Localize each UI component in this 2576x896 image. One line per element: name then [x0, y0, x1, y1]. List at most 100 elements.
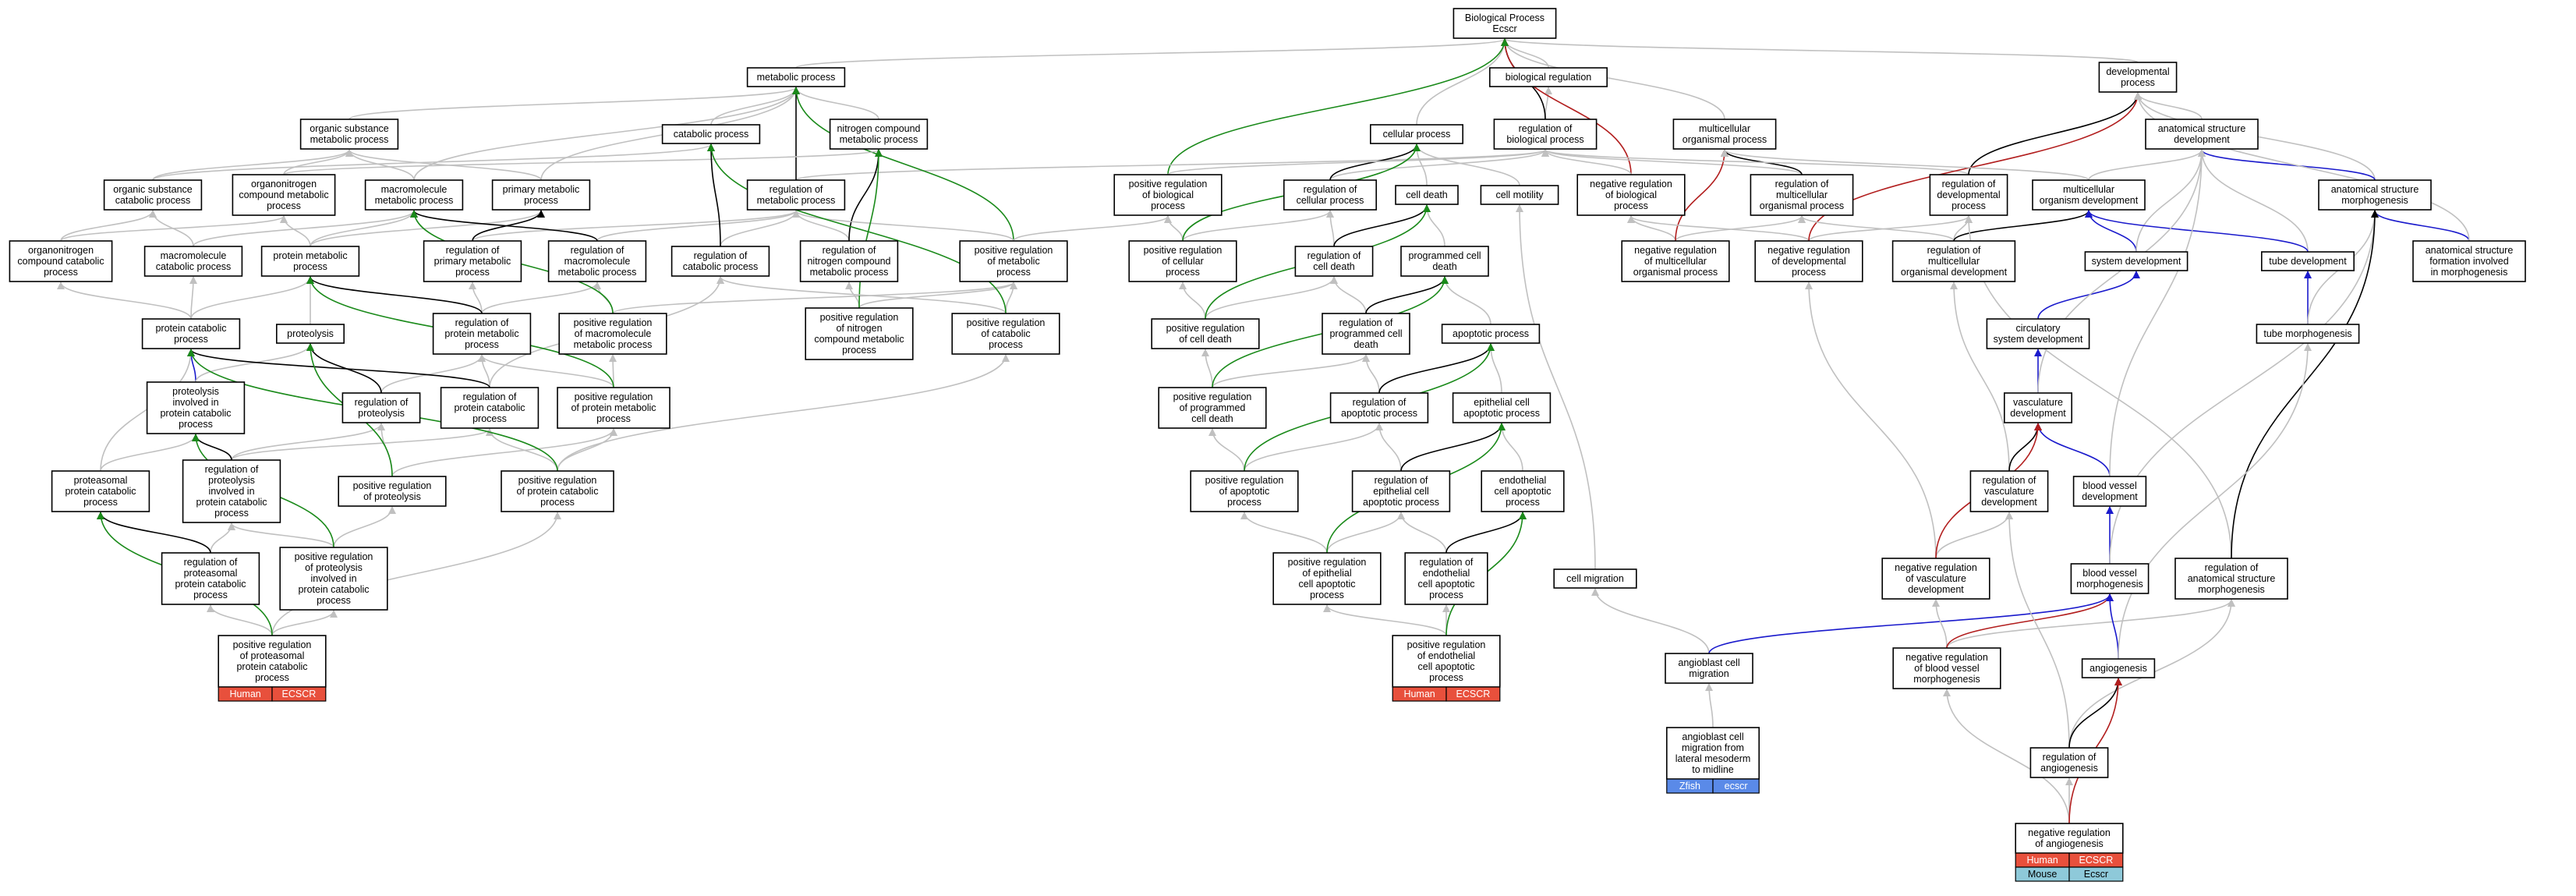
graph-edge — [1544, 87, 1552, 120]
graph-edge — [2088, 149, 2206, 181]
go-term-label: regulation of — [694, 250, 748, 261]
edge-is-a — [207, 604, 273, 636]
go-term-label: apoptotic process — [1463, 408, 1540, 419]
go-term-label: cell apoptotic — [1418, 579, 1475, 590]
go-term-label: protein metabolic — [273, 250, 347, 261]
go-term-label: process — [193, 590, 228, 600]
go-term-label: angioblast cell — [1678, 657, 1739, 668]
edge-is-a — [1805, 282, 1937, 559]
edge-is-a — [1179, 282, 1206, 320]
go-term-box — [9, 240, 113, 282]
graph-edge — [231, 423, 385, 461]
edge-is-a — [1541, 149, 1969, 175]
go-term-label: proteolysis — [358, 408, 405, 419]
edge-positively-regulates — [707, 143, 1007, 314]
species-tag-label: Human — [1403, 689, 1435, 699]
go-term-label: metabolic process — [558, 267, 637, 278]
edge-is-a — [1501, 38, 1725, 120]
go-term-apop: apoptotic process — [1441, 324, 1541, 344]
graph-edge — [1501, 38, 1725, 120]
edge-regulates — [187, 349, 490, 388]
edge-occurs-in — [2037, 271, 2140, 320]
graph-edge — [710, 87, 800, 126]
graph-edge — [2109, 149, 2206, 477]
graph-edge — [1935, 512, 2013, 559]
edge-regulates — [306, 276, 483, 314]
species-tag-cell — [271, 686, 327, 702]
go-term-label: organismal process — [1633, 267, 1718, 278]
go-term-box — [1351, 470, 1451, 512]
graph-edge — [1946, 593, 2114, 649]
edge-is-a — [1627, 215, 1810, 242]
go-term-box — [557, 387, 671, 429]
edge-positively-regulates — [1167, 38, 1509, 175]
go-term-box — [161, 552, 260, 605]
graph-edge — [1808, 92, 2142, 242]
graph-edge — [193, 210, 418, 247]
graph-edge — [795, 38, 1509, 69]
go-term-box — [2145, 119, 2259, 150]
go-term-label: of apoptotic — [1219, 486, 1270, 497]
edge-is-a — [391, 428, 617, 477]
graph-edge — [792, 87, 1014, 242]
graph-edge — [1487, 343, 1502, 394]
edge-is-a — [1330, 276, 1367, 314]
graph-edge — [333, 506, 396, 548]
go-term-box — [299, 119, 399, 150]
go-term-label: organic substance — [113, 184, 193, 195]
go-term-box — [746, 179, 846, 211]
graph-edge — [195, 343, 314, 383]
go-term-label: process — [1506, 497, 1540, 508]
go-term-label: positive regulation — [295, 551, 373, 562]
graph-edge — [1541, 149, 1969, 175]
go-term-box — [341, 392, 421, 423]
go-term-label: positive regulation — [575, 391, 653, 402]
edge-is-a — [1208, 428, 1245, 472]
edge-is-a — [1182, 210, 1334, 242]
go-term-label: migration from — [1682, 742, 1744, 753]
go-term-box — [1151, 318, 1260, 349]
go-term-label: cellular process — [1383, 129, 1451, 140]
edge-is-a — [1935, 512, 2013, 559]
graph-edge — [189, 276, 197, 320]
go-term-label: process — [1166, 267, 1200, 278]
go-term-box — [2412, 240, 2526, 282]
edge-is-a — [1375, 423, 1402, 472]
go-term-box — [1392, 635, 1501, 688]
edge-is-a — [1591, 588, 1710, 654]
go-term-catab: catabolic process — [661, 124, 761, 144]
graph-edge — [1953, 210, 2093, 242]
go-term-label: lateral mesoderm — [1675, 753, 1751, 764]
go-term-label: vasculature — [1984, 486, 2034, 497]
go-term-label: organismal process — [1683, 134, 1767, 145]
graph-edge — [2134, 92, 2470, 242]
go-term-label: developmental — [1937, 189, 2000, 200]
go-term-box — [1283, 179, 1378, 211]
go-term-label: proteasomal — [184, 568, 238, 579]
edge-is-a — [2118, 343, 2312, 660]
go-term-box — [1493, 119, 1598, 150]
go-term-box — [805, 307, 914, 360]
species-tag-cell — [2068, 866, 2124, 882]
go-term-label: cell motility — [1495, 189, 1544, 200]
graph-edge — [1805, 282, 1937, 559]
go-term-label: regulation of — [2043, 752, 2097, 763]
graph-edge — [271, 610, 338, 636]
edge-is-a — [1705, 683, 1714, 728]
edge-regulates — [1968, 92, 2142, 175]
go-term-label: cell death — [1313, 261, 1355, 272]
go-term-label: process — [596, 413, 631, 424]
